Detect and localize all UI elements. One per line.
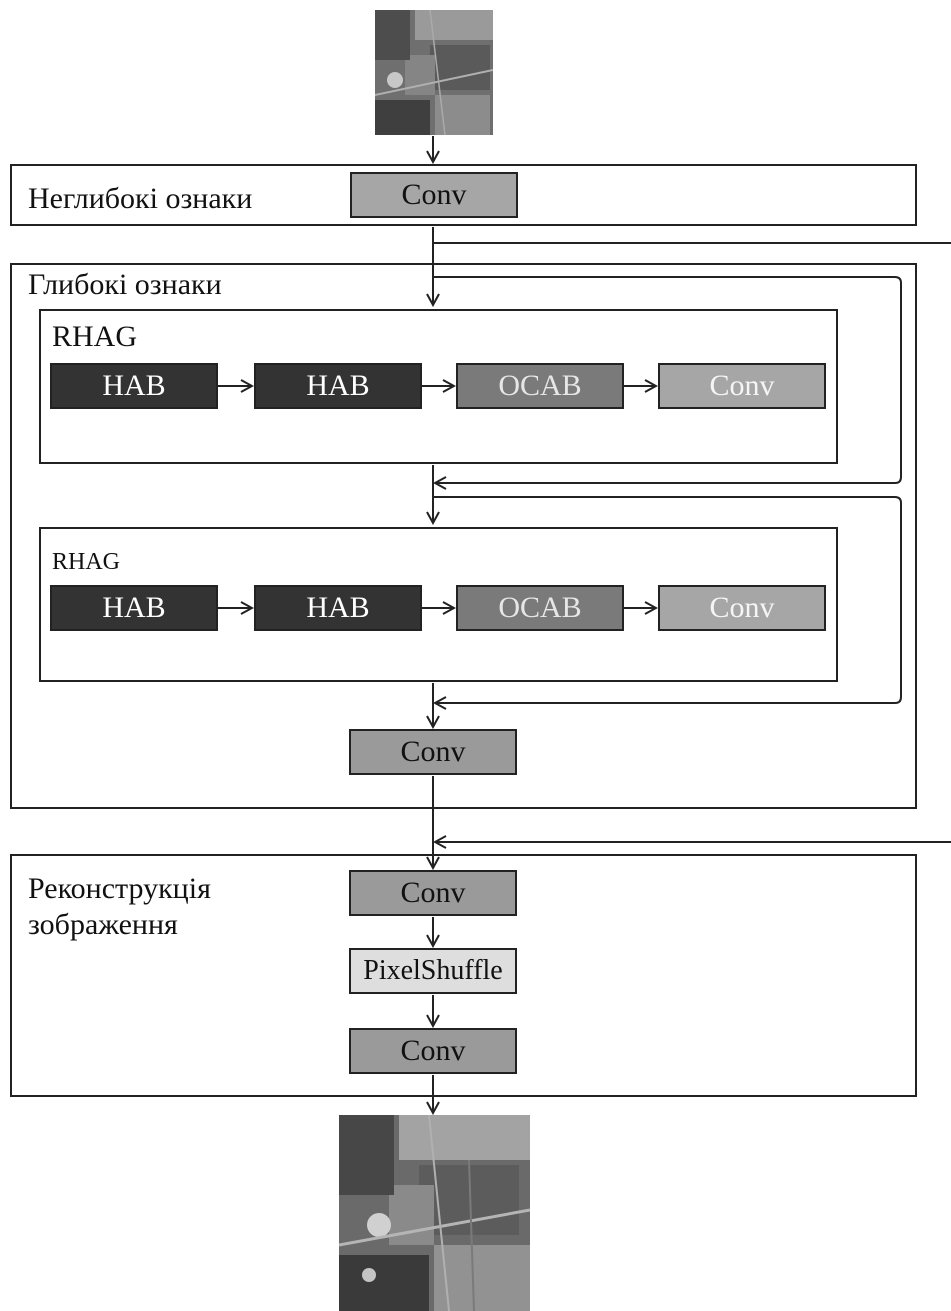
recon-conv-2: Conv [349, 1028, 517, 1074]
reconstruction-title-line1: Реконструкція [28, 872, 211, 905]
rhag1-hab-1: HAB [50, 363, 218, 409]
rhag2-hab-2: HAB [254, 585, 422, 631]
rhag-1-title: RHAG [52, 320, 138, 353]
rhag1-ocab: OCAB [456, 363, 624, 409]
output-satellite-image [339, 1115, 530, 1311]
rhag2-conv: Conv [658, 585, 826, 631]
rhag2-ocab: OCAB [456, 585, 624, 631]
shallow-features-title: Неглибокі ознаки [28, 182, 253, 215]
pixelshuffle-block: PixelShuffle [349, 948, 517, 994]
input-satellite-texture [375, 10, 493, 135]
output-satellite-texture [339, 1115, 530, 1311]
deep-features-title: Глибокі ознаки [28, 268, 222, 301]
rhag1-hab-2: HAB [254, 363, 422, 409]
deep-conv-block: Conv [349, 729, 517, 775]
input-satellite-image [375, 10, 493, 135]
reconstruction-title-line2: зображення [28, 908, 178, 941]
rhag2-hab-1: HAB [50, 585, 218, 631]
shallow-conv-block: Conv [350, 172, 518, 218]
recon-conv-1: Conv [349, 870, 517, 916]
rhag1-conv: Conv [658, 363, 826, 409]
rhag-2-title: RHAG [52, 549, 121, 575]
